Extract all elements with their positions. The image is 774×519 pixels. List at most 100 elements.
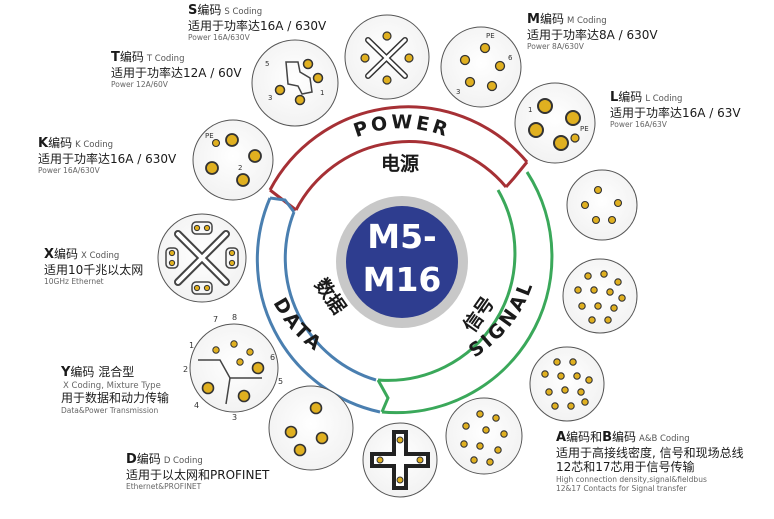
ab-coding-en2: 12&17 Contacts for Signal transfer — [556, 484, 687, 494]
signal3-pin-12 — [581, 398, 589, 406]
signal3-pin-5 — [573, 372, 581, 380]
l-coding-key: L — [610, 90, 619, 105]
signal4-pin-8 — [494, 446, 502, 454]
signal3-pin-8 — [561, 386, 569, 394]
l-coding-cn: 适用于功率达16A / 63V — [610, 105, 741, 120]
signal2-pin-11 — [588, 316, 596, 324]
m-pin-pe: PE — [486, 32, 495, 40]
signal2-pin-3 — [614, 278, 622, 286]
s-coding-suffix: 编码 — [197, 3, 222, 17]
d-coding-connector — [268, 385, 354, 471]
signal3-pin-4 — [557, 372, 565, 380]
s-coding-cn: 适用于功率达16A / 630V — [188, 18, 327, 33]
l-coding-connector: 1 PE — [514, 82, 596, 164]
t-coding-en: T Coding — [146, 54, 185, 64]
s-coding-en: S Coding — [224, 7, 263, 17]
data-ring — [255, 196, 381, 414]
y-coding-connector: 1 2 3 4 5 6 7 8 — [183, 313, 283, 422]
signal4-pin-5 — [500, 430, 508, 438]
svg-text:DATA: DATA — [269, 294, 328, 357]
ab-coding-mid: 编码和 — [566, 430, 603, 444]
signal-connector-1 — [566, 169, 638, 241]
s-coding-connector: 5 1 3 — [251, 39, 339, 127]
m-pin-3: 3 — [456, 88, 460, 96]
x-coding-connector — [157, 213, 247, 303]
signal4-pin-7 — [476, 442, 484, 450]
l-pin-1: 1 — [528, 106, 532, 114]
x-coding-suffix: 编码 — [54, 247, 79, 261]
y-pin-2: 2 — [183, 365, 188, 374]
center-badge: M5- M16 — [336, 196, 468, 328]
ab-coding-cn1: 适用于高接线密度, 信号和现场总线 — [556, 445, 744, 460]
m-pin-6: 6 — [508, 54, 513, 62]
t-coding-cn: 适用于功率达12A / 60V — [111, 65, 242, 80]
signal2-pin-9 — [594, 302, 602, 310]
s-pin-5: 5 — [265, 60, 269, 68]
y-pin-7: 7 — [213, 315, 218, 324]
signal4-pin-9 — [470, 456, 478, 464]
signal2-pin-5 — [590, 286, 598, 294]
d-coding-en: D Coding — [163, 456, 203, 466]
s-coding-key: S — [188, 3, 198, 18]
t-coding-key: T — [111, 50, 120, 65]
signal3-pin-2 — [569, 358, 577, 366]
signal4-pin-4 — [482, 426, 490, 434]
l-coding-en: L Coding — [645, 94, 683, 104]
signal4-pin-3 — [462, 422, 470, 430]
ab-coding-en1: High connection density,signal&fieldbus — [556, 475, 707, 485]
signal4-pin-2 — [492, 414, 500, 422]
signal2-pin-4 — [574, 286, 582, 294]
s-coding-power: Power 16A/630V — [188, 33, 250, 43]
center-title-line1: M5- — [367, 217, 437, 256]
signal-connector-4 — [445, 397, 523, 475]
l-coding-suffix: 编码 — [618, 90, 643, 104]
d-coding-suffix: 编码 — [136, 452, 161, 466]
signal4-pin-6 — [460, 440, 468, 448]
d-coding-cn: 适用于以太网和PROFINET — [126, 467, 270, 482]
signal-connector-2 — [562, 258, 638, 334]
signal3-pin-11 — [567, 402, 575, 410]
signal3-pin-3 — [541, 370, 549, 378]
m-coding-power: Power 8A/630V — [527, 42, 584, 52]
plus-coding-connector — [362, 422, 438, 498]
y-pin-5: 5 — [278, 377, 283, 386]
signal-ring — [376, 171, 554, 415]
m-coding-key: M — [527, 12, 540, 27]
signal4-pin-10 — [486, 458, 494, 466]
y-coding-power: Data&Power Transmission — [61, 405, 159, 415]
signal2-pin-8 — [578, 302, 586, 310]
svg-text:POWER: POWER — [351, 111, 453, 142]
signal3-pin-1 — [553, 358, 561, 366]
x-cross-connector — [344, 14, 430, 100]
s-pin-1: 1 — [320, 89, 324, 97]
signal2-pin-6 — [606, 288, 614, 296]
y-pin-8: 8 — [232, 313, 237, 322]
signal3-pin-9 — [577, 388, 585, 396]
d-coding-power: Ethernet&PROFINET — [126, 482, 202, 492]
k-coding-en: K Coding — [75, 140, 114, 150]
signal3-pin-10 — [551, 402, 559, 410]
k-pin-2: 2 — [238, 164, 242, 172]
m-coding-en: M Coding — [566, 16, 607, 26]
signal3-pin-6 — [585, 376, 593, 384]
data-label: DATA — [269, 294, 325, 357]
signal3-pin-7 — [545, 388, 553, 396]
signal2-pin-12 — [604, 316, 612, 324]
ab-coding-suffix: 编码 — [612, 430, 637, 444]
ab-coding-key2: B — [602, 430, 612, 445]
y-pin-6: 6 — [270, 353, 275, 362]
x-coding-key: X — [44, 247, 55, 262]
power-label-cn: 电源 — [381, 152, 419, 175]
k-coding-cn: 适用于功率达16A / 630V — [38, 151, 177, 166]
ab-coding-key1: A — [556, 430, 567, 445]
y-pin-4: 4 — [194, 401, 199, 410]
x-coding-power: 10GHz Ethernet — [44, 277, 104, 287]
power-label: POWER — [351, 111, 450, 142]
y-coding-label: Y编码 混合型 X Coding, Mixture Type 用于数据和动力传输… — [61, 365, 169, 415]
